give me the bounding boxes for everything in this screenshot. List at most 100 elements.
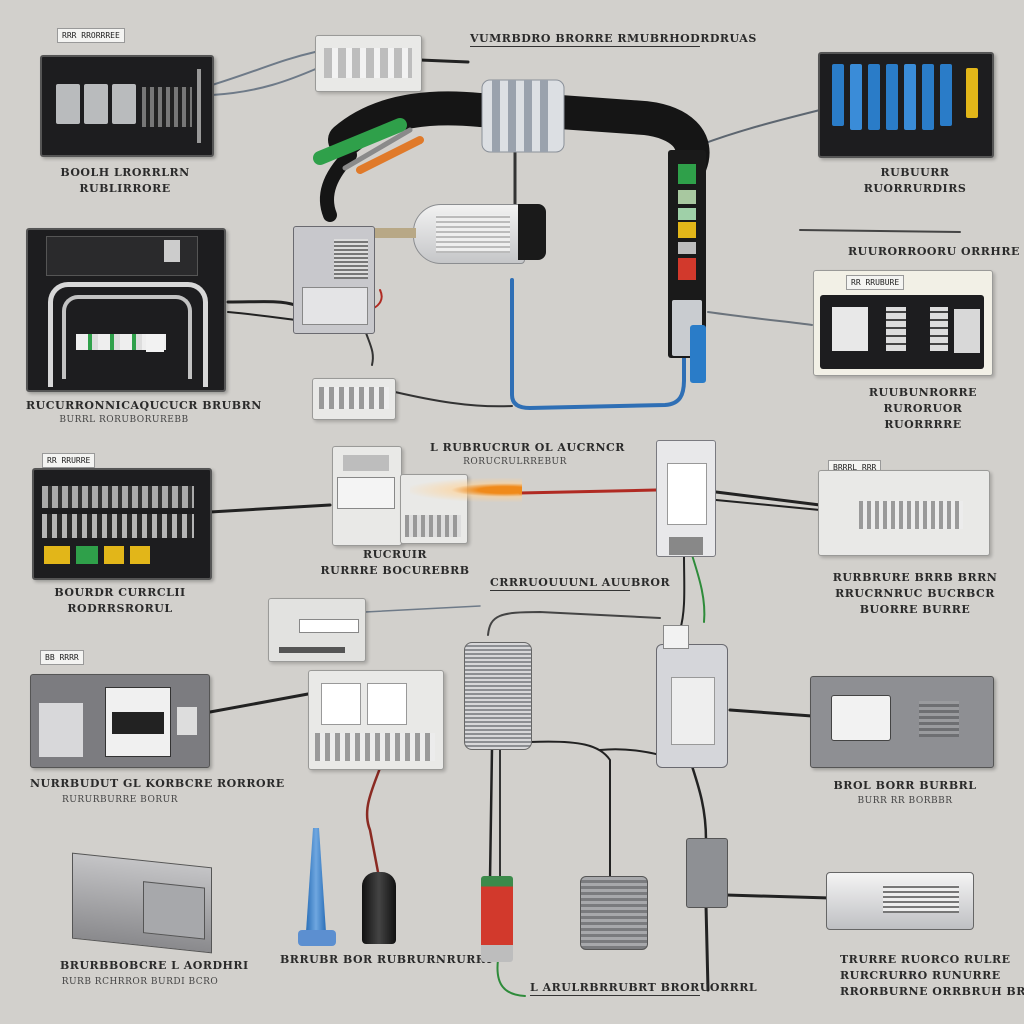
probe-terminals (324, 48, 412, 78)
breaker-2 (84, 84, 108, 124)
wire-green-bottom (496, 959, 526, 997)
black-cap-connector[interactable] (362, 872, 396, 944)
cartridge-device[interactable] (826, 872, 974, 930)
breaker-1 (56, 84, 80, 124)
red-fuse[interactable] (481, 876, 513, 962)
inductor-coil[interactable] (464, 642, 532, 750)
panel3-label-2: RODRRSRORUL (67, 602, 173, 615)
breaker-panel-3[interactable] (32, 468, 212, 580)
distribution-terminals (859, 501, 963, 529)
right4-label-1: BROL BORR BURBRL (833, 779, 977, 792)
grey-cylinder[interactable] (580, 876, 648, 950)
wire-row2-down (679, 554, 686, 631)
junction-device[interactable] (293, 226, 375, 334)
wire-mid-top (487, 610, 661, 636)
mid1-label-1: L RUBRUCRUR OL AUCRNCR (430, 441, 625, 454)
control-door[interactable] (39, 703, 83, 757)
panel1-tag: RRR RRORRREE (57, 28, 125, 43)
blue-cable-6 (922, 64, 934, 130)
stacked-enclosures[interactable] (72, 852, 212, 954)
status-green-led (678, 164, 696, 184)
breaker-panel-2[interactable] (26, 228, 226, 392)
bottom-mid-label: BRRUBR BOR RUBRURNRURRY (280, 953, 494, 966)
status-yellow-led (678, 222, 696, 238)
status-mint-led (678, 208, 696, 220)
meter-panel-inner (820, 295, 984, 369)
control-display-screen (112, 712, 164, 734)
relay-face (667, 463, 707, 525)
junction-face (302, 287, 368, 325)
control-panel-grey[interactable] (30, 674, 210, 768)
terminal-block-small[interactable] (312, 378, 396, 420)
connector-unit[interactable] (332, 446, 402, 546)
breaker-box-mid[interactable] (308, 670, 444, 770)
panel1-label-1: BOOLH LRORRLRN (60, 166, 190, 179)
panel3-yellow-module-2 (104, 546, 124, 564)
wire-row2-right-b (715, 499, 821, 511)
wire-row2-red (518, 488, 658, 495)
wire-box-right (724, 893, 832, 900)
wire-switch-down (688, 758, 708, 842)
wire-top-right (699, 109, 821, 146)
meter-panel[interactable]: RR RRUBURE (813, 270, 993, 376)
wire-blue-loop (510, 278, 686, 411)
junction-switch[interactable] (656, 625, 728, 768)
sensor-cylinder[interactable] (413, 204, 525, 264)
right3-label-2: RRUCRNRUC BUCRBCR (835, 587, 995, 600)
status-light-green-led (678, 190, 696, 204)
right1-label-1: RUBUURR (880, 166, 950, 179)
probe-connector-block[interactable] (315, 35, 422, 92)
relay-switch[interactable] (656, 440, 716, 557)
blue-cable-4 (886, 64, 898, 130)
junction-switch-face (671, 677, 715, 745)
bottom-right-label: L ARULRBRRUBRT BRORUORRRL (530, 981, 758, 996)
wire-left-mid-2 (227, 311, 297, 321)
meter-module-3 (930, 307, 948, 351)
control-switch[interactable] (177, 707, 197, 735)
right5-label-3: RRORBURNE ORRBRUH BRD (840, 985, 1024, 998)
terminal-pins (319, 387, 389, 409)
right5-label-1: TRURRE RUORCO RULRE (840, 953, 1011, 966)
top-title: VUMRBDRO BRORRE RMUBRHODRDRUAS (470, 32, 757, 47)
right2-label-2: RURORUOR (883, 402, 963, 415)
panel4-label-1: NURRBUDUT GL KORBCRE RORRORE (30, 777, 285, 790)
distribution-panel-right[interactable] (818, 470, 990, 556)
panel-edge (197, 69, 201, 143)
panel1-label-2: RUBLIRRORE (79, 182, 171, 195)
meter-box-vent (919, 701, 959, 737)
right3-label-1: RURBRURE BRRB BRRN (832, 571, 998, 584)
wire-right-top (799, 229, 961, 233)
wire-small-connector (364, 329, 374, 366)
panel2-switch[interactable] (164, 240, 180, 262)
meter-box-right[interactable] (810, 676, 994, 768)
panel2-curved-wire-inner (62, 295, 192, 379)
blue-cable-end (690, 325, 706, 383)
meter-module-4 (954, 309, 980, 353)
wire-top-left-2 (211, 67, 319, 96)
connector-block-pins (405, 515, 461, 537)
wire-coil-down-1 (488, 746, 494, 882)
right1-label-2: RUORRURDIRS (863, 182, 967, 195)
inline-junction-box[interactable] (686, 838, 728, 908)
breaker-box-terminals (315, 733, 435, 761)
breaker-panel-1[interactable] (40, 55, 214, 157)
blue-cable-1 (832, 64, 844, 126)
blue-cable-3 (868, 64, 880, 130)
status-red-led (678, 258, 696, 280)
spark-glow (410, 478, 522, 502)
label-card-bar (279, 647, 345, 653)
wire-box-down (704, 903, 710, 992)
cable-distribution-box[interactable] (818, 52, 994, 158)
meter-module-1 (832, 307, 868, 351)
sensor-shaft (372, 228, 416, 238)
breaker-box-window-1 (321, 683, 361, 725)
wire-row2-right (714, 490, 822, 507)
blue-probe-base (298, 930, 336, 946)
panel3-row-2 (42, 514, 194, 538)
panel2-terminal-row (76, 334, 166, 350)
sensor-label (436, 215, 510, 253)
meter-box-display (831, 695, 891, 741)
wire-row3-right (728, 708, 814, 718)
panel4-tag: BB RRRR (40, 650, 84, 665)
